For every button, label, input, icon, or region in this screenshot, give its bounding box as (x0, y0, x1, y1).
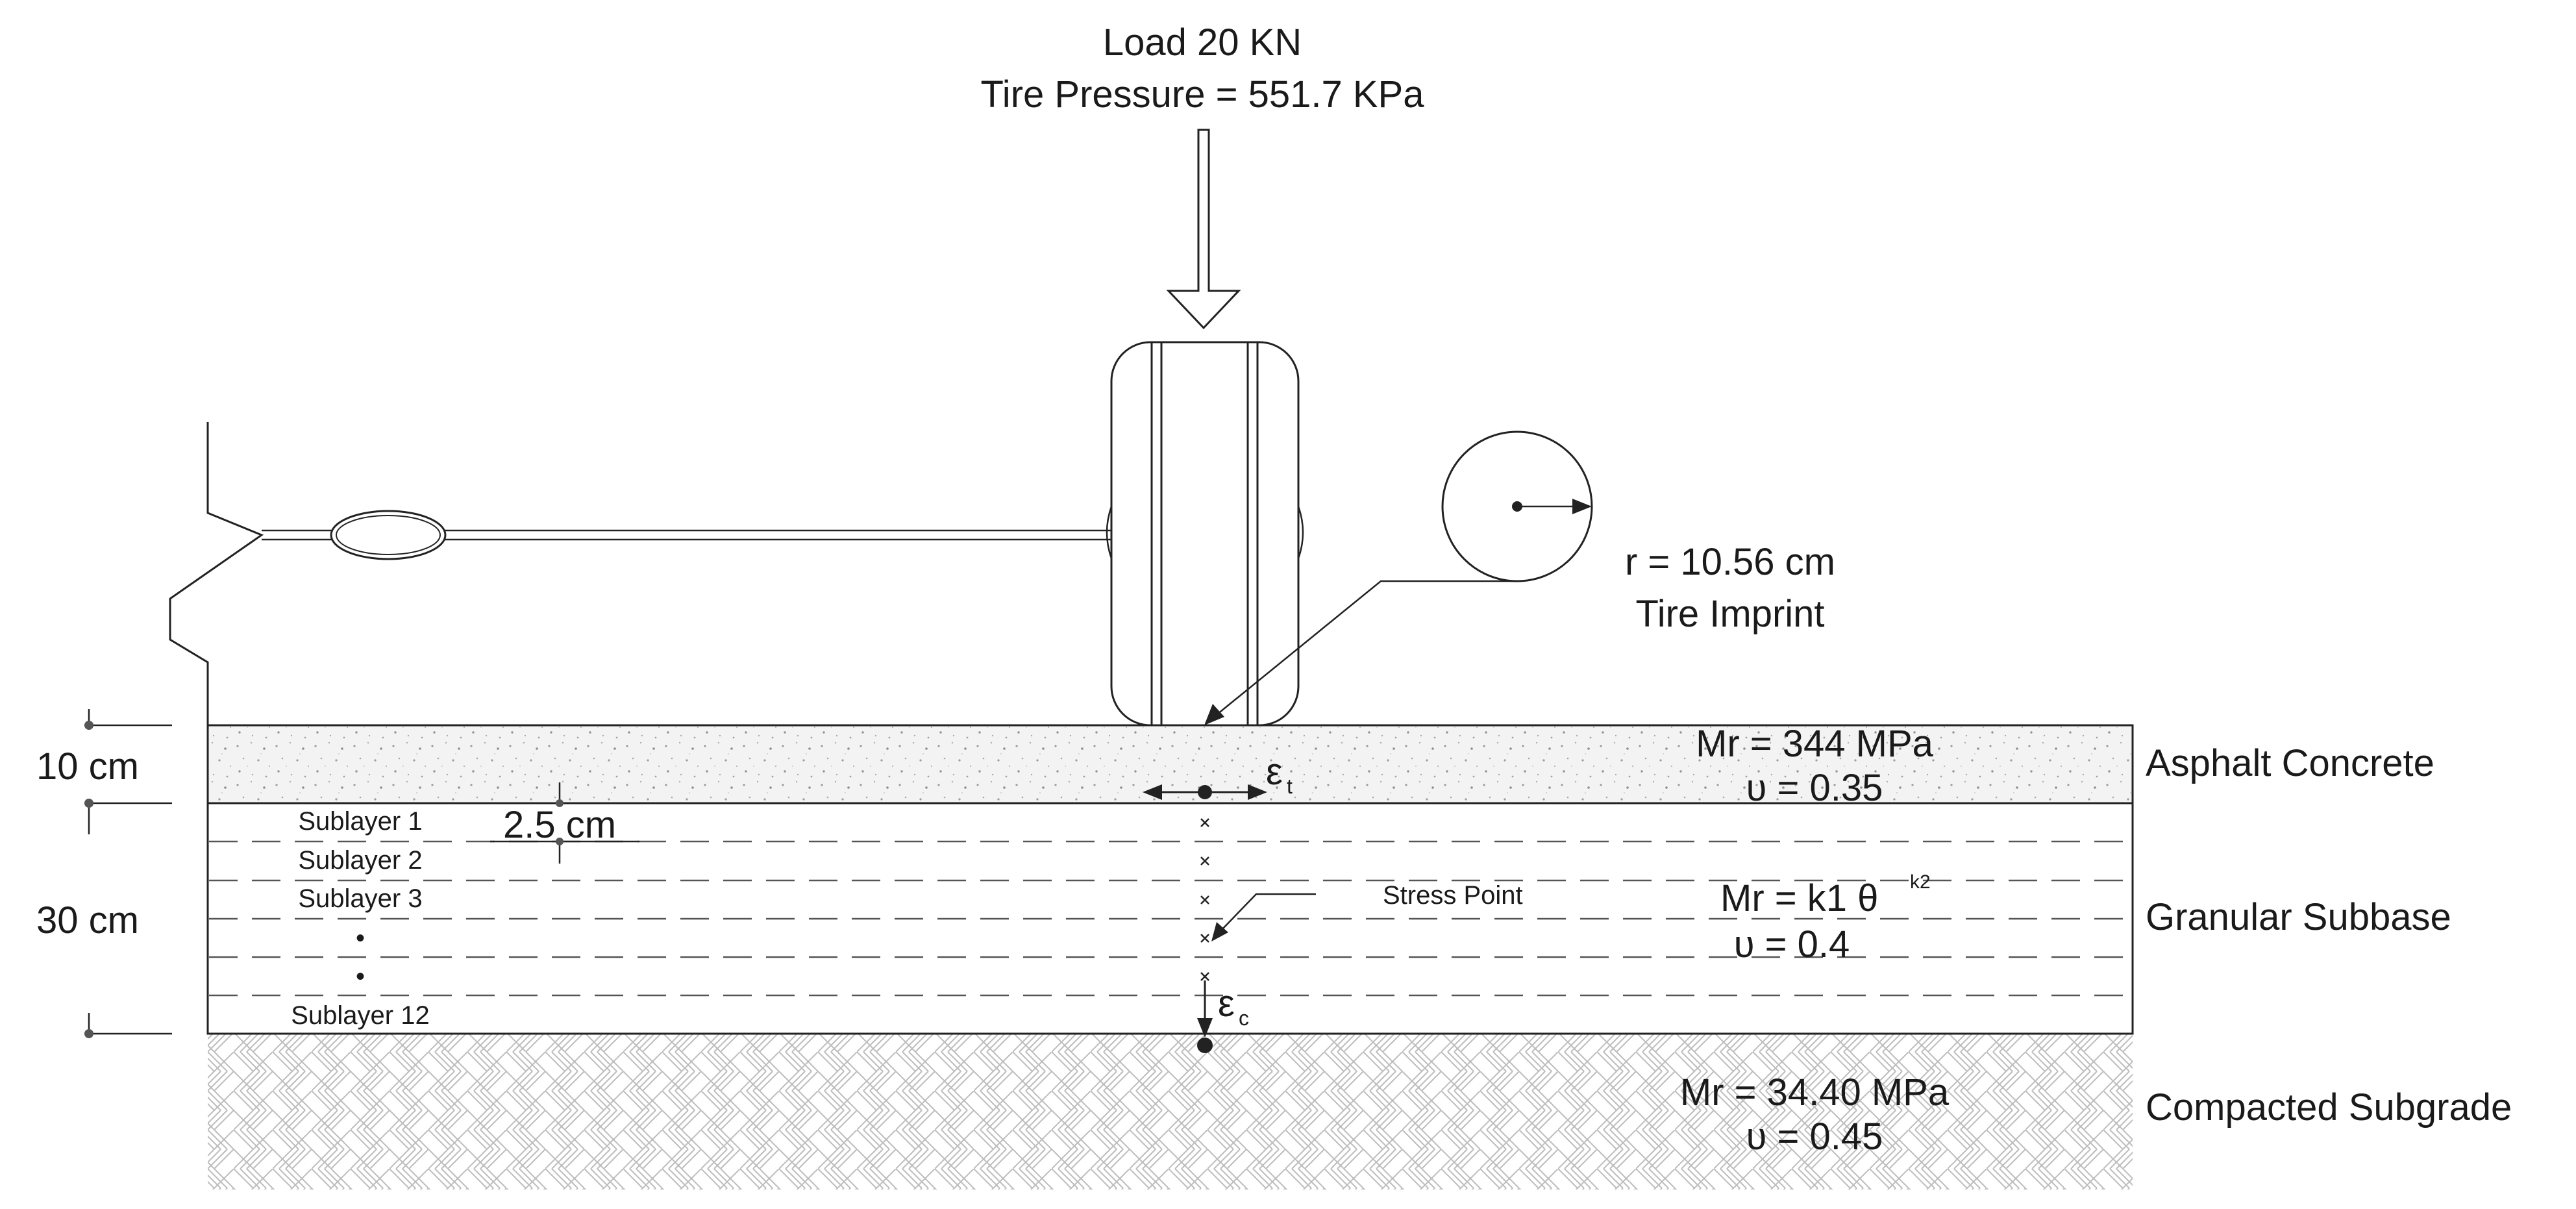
thickness-dimension-lines (84, 709, 172, 1035)
stress-point-leader (1220, 893, 1316, 932)
dim-tick-mid (84, 799, 93, 808)
stress-point-label: Stress Point (1383, 881, 1523, 910)
imprint-leader-arrowhead (1204, 704, 1224, 725)
axle-hub-inner (336, 515, 441, 555)
compressive-strain-symbol: ε (1218, 982, 1235, 1025)
asphalt-nu: υ = 0.35 (1746, 767, 1883, 809)
compressive-strain-subscript: c (1239, 1006, 1249, 1030)
sublayer-1-label: Sublayer 1 (298, 807, 422, 836)
subgrade-name: Compacted Subgrade (2146, 1086, 2512, 1128)
asphalt-mr: Mr = 344 MPa (1696, 723, 1934, 765)
asphalt-layer (206, 724, 2134, 804)
asphalt-name: Asphalt Concrete (2146, 742, 2434, 784)
sublayer-12-label: Sublayer 12 (291, 1001, 429, 1030)
load-arrow (1166, 129, 1241, 330)
dim-tick-top (84, 721, 93, 730)
tensile-strain-symbol: ε (1266, 751, 1283, 793)
compressive-strain-epsilon: ε (1218, 982, 1235, 1025)
imprint-label: Tire Imprint (1635, 593, 1824, 635)
stress-point-markers (1200, 818, 1209, 981)
tire (1106, 341, 1304, 727)
sublayer-tick-bottom (556, 838, 564, 845)
compressive-strain-point (1197, 1038, 1213, 1053)
subbase-nu: υ = 0.4 (1734, 923, 1850, 966)
sublayer-3-label: Sublayer 3 (298, 884, 422, 913)
tire-pressure-label: Tire Pressure = 551.7 KPa (981, 73, 1425, 116)
compressive-arrowhead (1197, 1018, 1213, 1038)
tensile-strain-epsilon: ε (1266, 751, 1283, 793)
tensile-arrowhead-left (1143, 784, 1162, 800)
tensile-strain-subscript: t (1287, 775, 1293, 798)
imprint-radius-label: r = 10.56 cm (1625, 541, 1835, 583)
asphalt-thickness: 10 cm (36, 745, 139, 788)
sublayer-2-label: Sublayer 2 (298, 846, 422, 875)
sublayer-ellipsis-dot-1: • (356, 924, 365, 953)
sublayer-ellipsis-dot-2: • (356, 962, 365, 991)
stress-point-arrowhead (1211, 922, 1228, 941)
subbase-name: Granular Subbase (2146, 896, 2451, 938)
imprint-leader-line (1217, 580, 1517, 715)
subgrade-nu: υ = 0.45 (1746, 1116, 1883, 1158)
vehicle-body-outline (169, 422, 264, 725)
load-title: Load 20 KN (1103, 21, 1302, 64)
dim-tick-bottom (84, 1029, 93, 1038)
tensile-arrowhead-right (1248, 784, 1267, 800)
subgrade-mr: Mr = 34.40 MPa (1680, 1071, 1950, 1114)
imprint-radius-arrowhead (1572, 499, 1592, 514)
axle-hub (330, 510, 447, 560)
sublayer-thickness: 2.5 cm (503, 804, 616, 846)
sublayer-tick-top (556, 799, 564, 807)
subbase-thickness: 30 cm (36, 899, 139, 941)
subbase-mr: Mr = k1 θ (1720, 877, 1878, 919)
subbase-mr-base: Mr = k1 θ (1720, 877, 1878, 919)
subbase-mr-exponent: k2 (1910, 871, 1931, 893)
subgrade-layer (208, 1034, 2133, 1190)
